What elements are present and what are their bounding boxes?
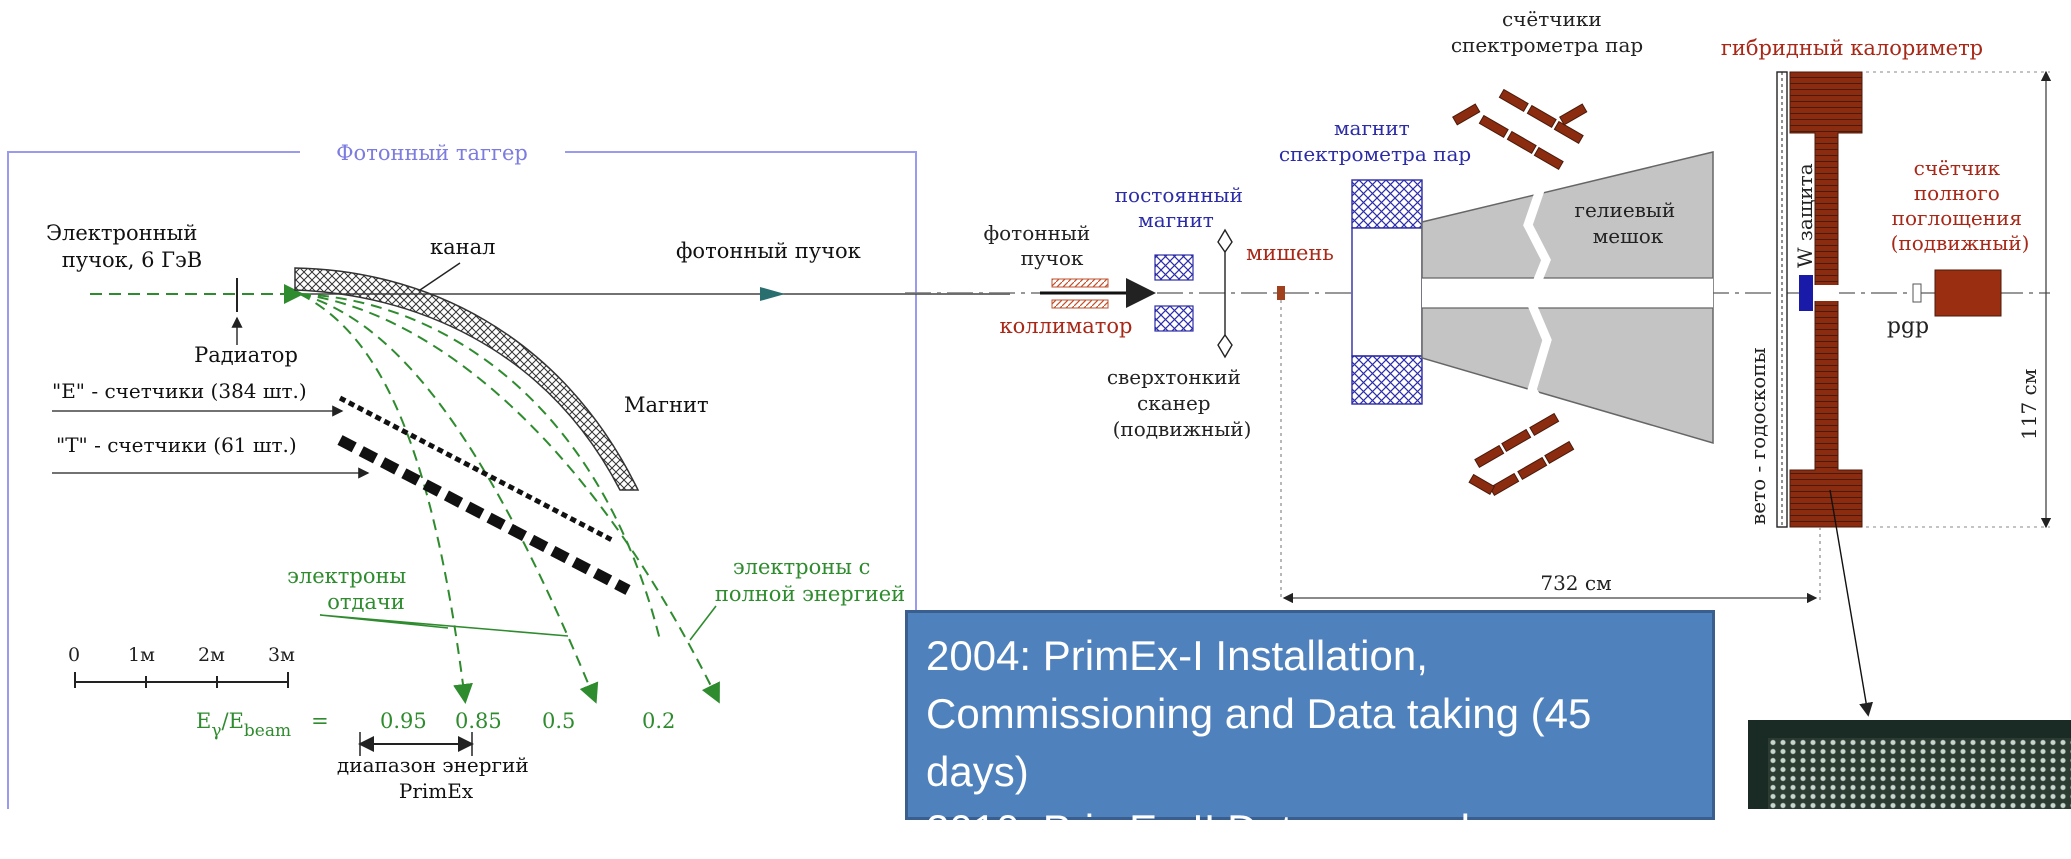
caption-line-1: 2004: PrimEx-I Installation, Commissioni…	[926, 632, 1592, 795]
caption-box: 2004: PrimEx-I Installation, Commissioni…	[905, 610, 1715, 853]
calorimeter-photo-cells	[1768, 738, 2071, 809]
permanent-magnet-label: постоянный магнит	[1115, 183, 1250, 232]
full-energy-pointer	[689, 605, 717, 641]
pgp-label: pgp	[1887, 314, 1929, 339]
energy-value-2: 0.5	[542, 709, 575, 733]
helium-bag-beam-pipe	[1422, 278, 1713, 308]
caption-line-2: 2010: PrimEx-II Data run and	[926, 806, 1470, 853]
tagger-box-title: Фотонный таггер	[336, 141, 528, 165]
pair-magnet-top	[1351, 179, 1423, 229]
pair-counters-upper	[1452, 88, 1588, 171]
photon-beam-arrow	[760, 287, 785, 301]
calorimeter-beam-hole	[1813, 285, 1839, 301]
scale-tick-2: 2м	[198, 644, 225, 666]
pair-counters-label: счётчики спектрометра пар	[1451, 7, 1643, 57]
photon-tagger: Фотонный таггер	[7, 141, 1010, 809]
collimator-top	[1051, 278, 1109, 288]
channel-label: канал	[430, 235, 496, 259]
hybrid-calorimeter-label: гибридный калориметр	[1721, 36, 1983, 60]
full-energy-electrons-label: электроны с полной энергией	[715, 555, 905, 606]
energy-value-3: 0.2	[642, 709, 675, 733]
helium-bag-break	[1523, 188, 1552, 413]
energy-value-0: 0.95	[380, 709, 427, 733]
radiator-label: Радиатор	[194, 343, 298, 367]
scanner-label: сверхтонкий сканер (подвижный)	[1107, 365, 1252, 441]
t-counters-label: "T" - счетчики (61 шт.)	[56, 433, 297, 457]
pgp-block	[1912, 283, 1922, 303]
recoil-electrons-label: электроны отдачи	[287, 564, 413, 614]
electron-trajectories	[299, 293, 720, 704]
photon-beam-label: фотонный пучок	[676, 239, 861, 263]
magnet-label: Магнит	[624, 393, 709, 417]
scale-tick-0: 0	[68, 644, 80, 666]
helium-bag-label: гелиевый мешок	[1574, 198, 1681, 248]
distance-label: 732 см	[1540, 571, 1611, 595]
height-label: 117 см	[2017, 369, 2041, 440]
energy-value-1: 0.85	[455, 709, 502, 733]
pair-magnet-label: магнит спектрометра пар	[1279, 116, 1471, 166]
scale-tick-1: 1м	[128, 644, 155, 666]
t-counters	[337, 435, 631, 595]
photon-beam-label-right: фотонный пучок	[983, 221, 1096, 270]
pair-magnet-mid	[1351, 227, 1423, 357]
e-counters-label: "E" - счетчики (384 шт.)	[52, 379, 307, 403]
primex-setup-diagram: Фотонный таггер	[7, 7, 2071, 820]
collimator-label: коллиматор	[999, 314, 1132, 338]
pair-counters-lower	[1468, 412, 1575, 497]
electron-beam-label: Электронный пучок, 6 ГэВ	[46, 221, 204, 272]
energy-ratio-label: Eγ/Ebeam=	[196, 709, 329, 741]
scale-bar	[74, 672, 289, 688]
permanent-magnet-bottom	[1154, 305, 1194, 332]
scanner-top-tip	[1217, 228, 1233, 254]
channel-pointer	[419, 262, 461, 291]
w-shield-label: W защита	[1793, 163, 1817, 268]
w-shield	[1799, 275, 1813, 311]
pair-spectrometer: счётчики спектрометра пар гибридный кало…	[905, 7, 2052, 717]
scale-tick-3: 3м	[268, 644, 295, 666]
tagger-box	[7, 151, 917, 809]
e-counters	[338, 395, 614, 543]
photo-pointer	[1829, 489, 1874, 717]
tagger-magnet	[294, 267, 640, 491]
calorimeter-photo	[1748, 720, 2071, 809]
collimator-bottom	[1051, 299, 1109, 309]
target	[1277, 286, 1285, 300]
target-label: мишень	[1246, 241, 1334, 265]
energy-range-label: диапазон энергий PrimEx	[337, 753, 535, 803]
veto-hodoscopes-label: вето - годоскопы	[1746, 347, 1770, 525]
total-absorption-counter	[1934, 269, 2002, 317]
recoil-pointer	[319, 614, 569, 637]
permanent-magnet-top	[1154, 254, 1194, 281]
pair-magnet-bottom	[1351, 355, 1423, 405]
scanner-bottom-tip	[1217, 333, 1233, 359]
total-absorption-label: счётчик полного поглощения (подвижный)	[1891, 156, 2030, 255]
